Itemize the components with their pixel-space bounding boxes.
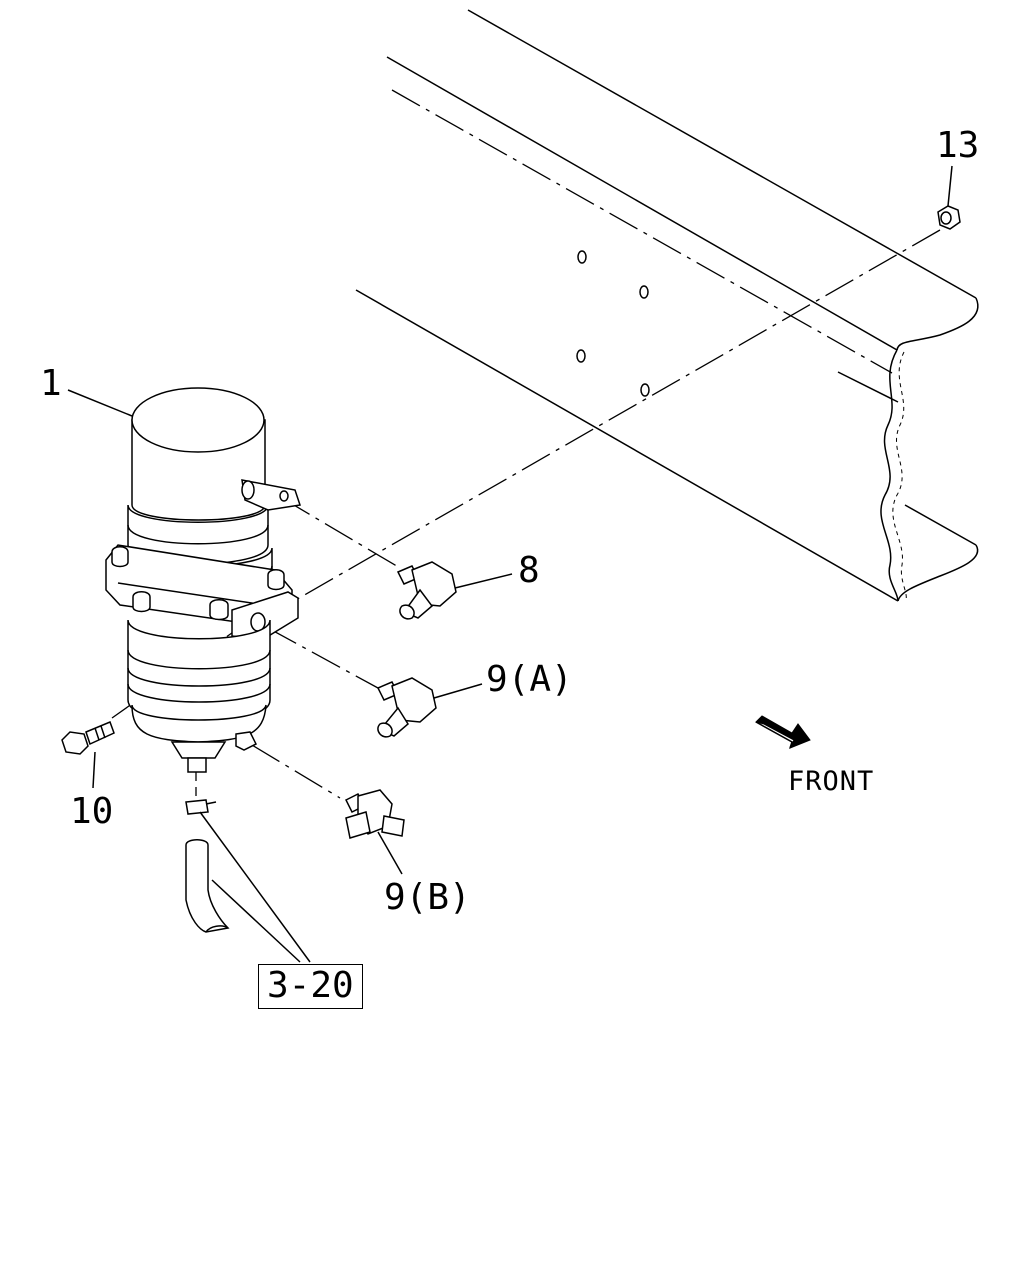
callout-part-10: 10 <box>70 791 114 832</box>
bolt-part-10 <box>61 721 115 789</box>
assembly-lines <box>111 89 941 800</box>
callout-part-9a: 9(A) <box>486 659 573 700</box>
front-direction-label: FRONT <box>788 766 875 797</box>
tee-fitting-part-9b <box>344 789 405 875</box>
frame-rail <box>355 9 979 602</box>
filter-assembly-part-1 <box>67 387 301 773</box>
reference-box-3-20: 3-20 <box>258 964 363 1009</box>
elbow-fitting-part-9a <box>376 677 483 738</box>
front-arrow-icon <box>755 715 811 749</box>
callout-part-1: 1 <box>40 363 62 404</box>
hose-and-clamp <box>185 799 311 963</box>
callout-part-13: 13 <box>936 125 980 166</box>
nut-part-13 <box>937 165 961 230</box>
callout-part-8: 8 <box>518 550 540 591</box>
callout-part-9b: 9(B) <box>384 877 471 918</box>
elbow-fitting-part-8 <box>396 561 513 620</box>
